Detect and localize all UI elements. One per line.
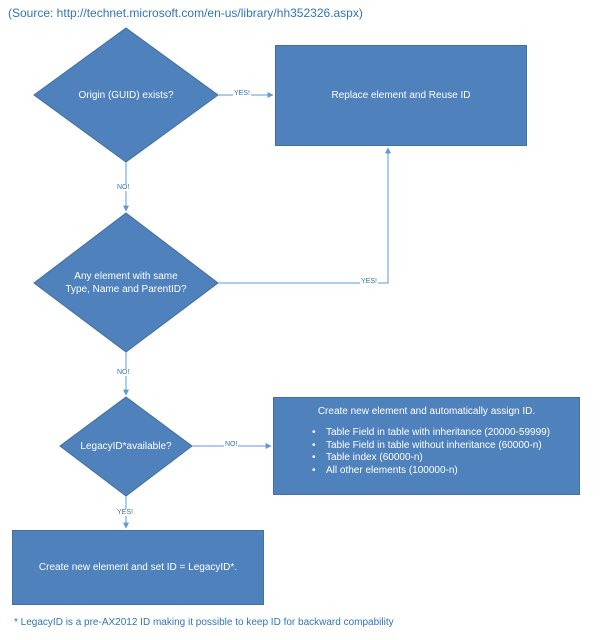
action-create-auto-box: Create new element and automatically ass… (273, 397, 580, 495)
action-replace-box: Replace element and Reuse ID (275, 45, 527, 146)
footnote: * LegacyID is a pre-AX2012 ID making it … (14, 617, 394, 628)
list-item: Table index (60000-n) (312, 452, 579, 465)
decision-same-element-line2: Type, Name and ParentID? (65, 284, 187, 295)
list-item: Table Field in table without inheritance… (312, 440, 579, 453)
decision-legacy-label: LegacyID*available? (80, 441, 172, 452)
action-create-set-box: Create new element and set ID = LegacyID… (12, 530, 264, 605)
action-create-set-label: Create new element and set ID = LegacyID… (38, 562, 238, 573)
list-item: All other elements (100000-n) (312, 465, 579, 478)
edge-label-same-no: NO! (116, 369, 131, 376)
edge-label-legacy-yes: YES! (116, 509, 134, 516)
id-range-list: Table Field in table with inheritance (2… (274, 427, 579, 477)
edge-label-legacy-no: NO! (224, 441, 239, 448)
edge-label-same-yes: YES! (360, 278, 378, 285)
action-create-auto-title: Create new element and automatically ass… (317, 406, 536, 417)
decision-same-element-line1: Any element with same (74, 271, 178, 282)
edge-label-origin-no: NO! (116, 184, 131, 191)
edge-same-yes (218, 147, 391, 284)
edge-label-origin-yes: YES! (233, 90, 251, 97)
source-caption: (Source: http://technet.microsoft.com/en… (8, 6, 363, 20)
action-replace-label: Replace element and Reuse ID (331, 90, 471, 101)
decision-same-element-label: Any element with same Type, Name and Par… (46, 270, 206, 296)
list-item: Table Field in table with inheritance (2… (312, 427, 579, 440)
decision-origin-label: Origin (GUID) exists? (78, 90, 174, 101)
